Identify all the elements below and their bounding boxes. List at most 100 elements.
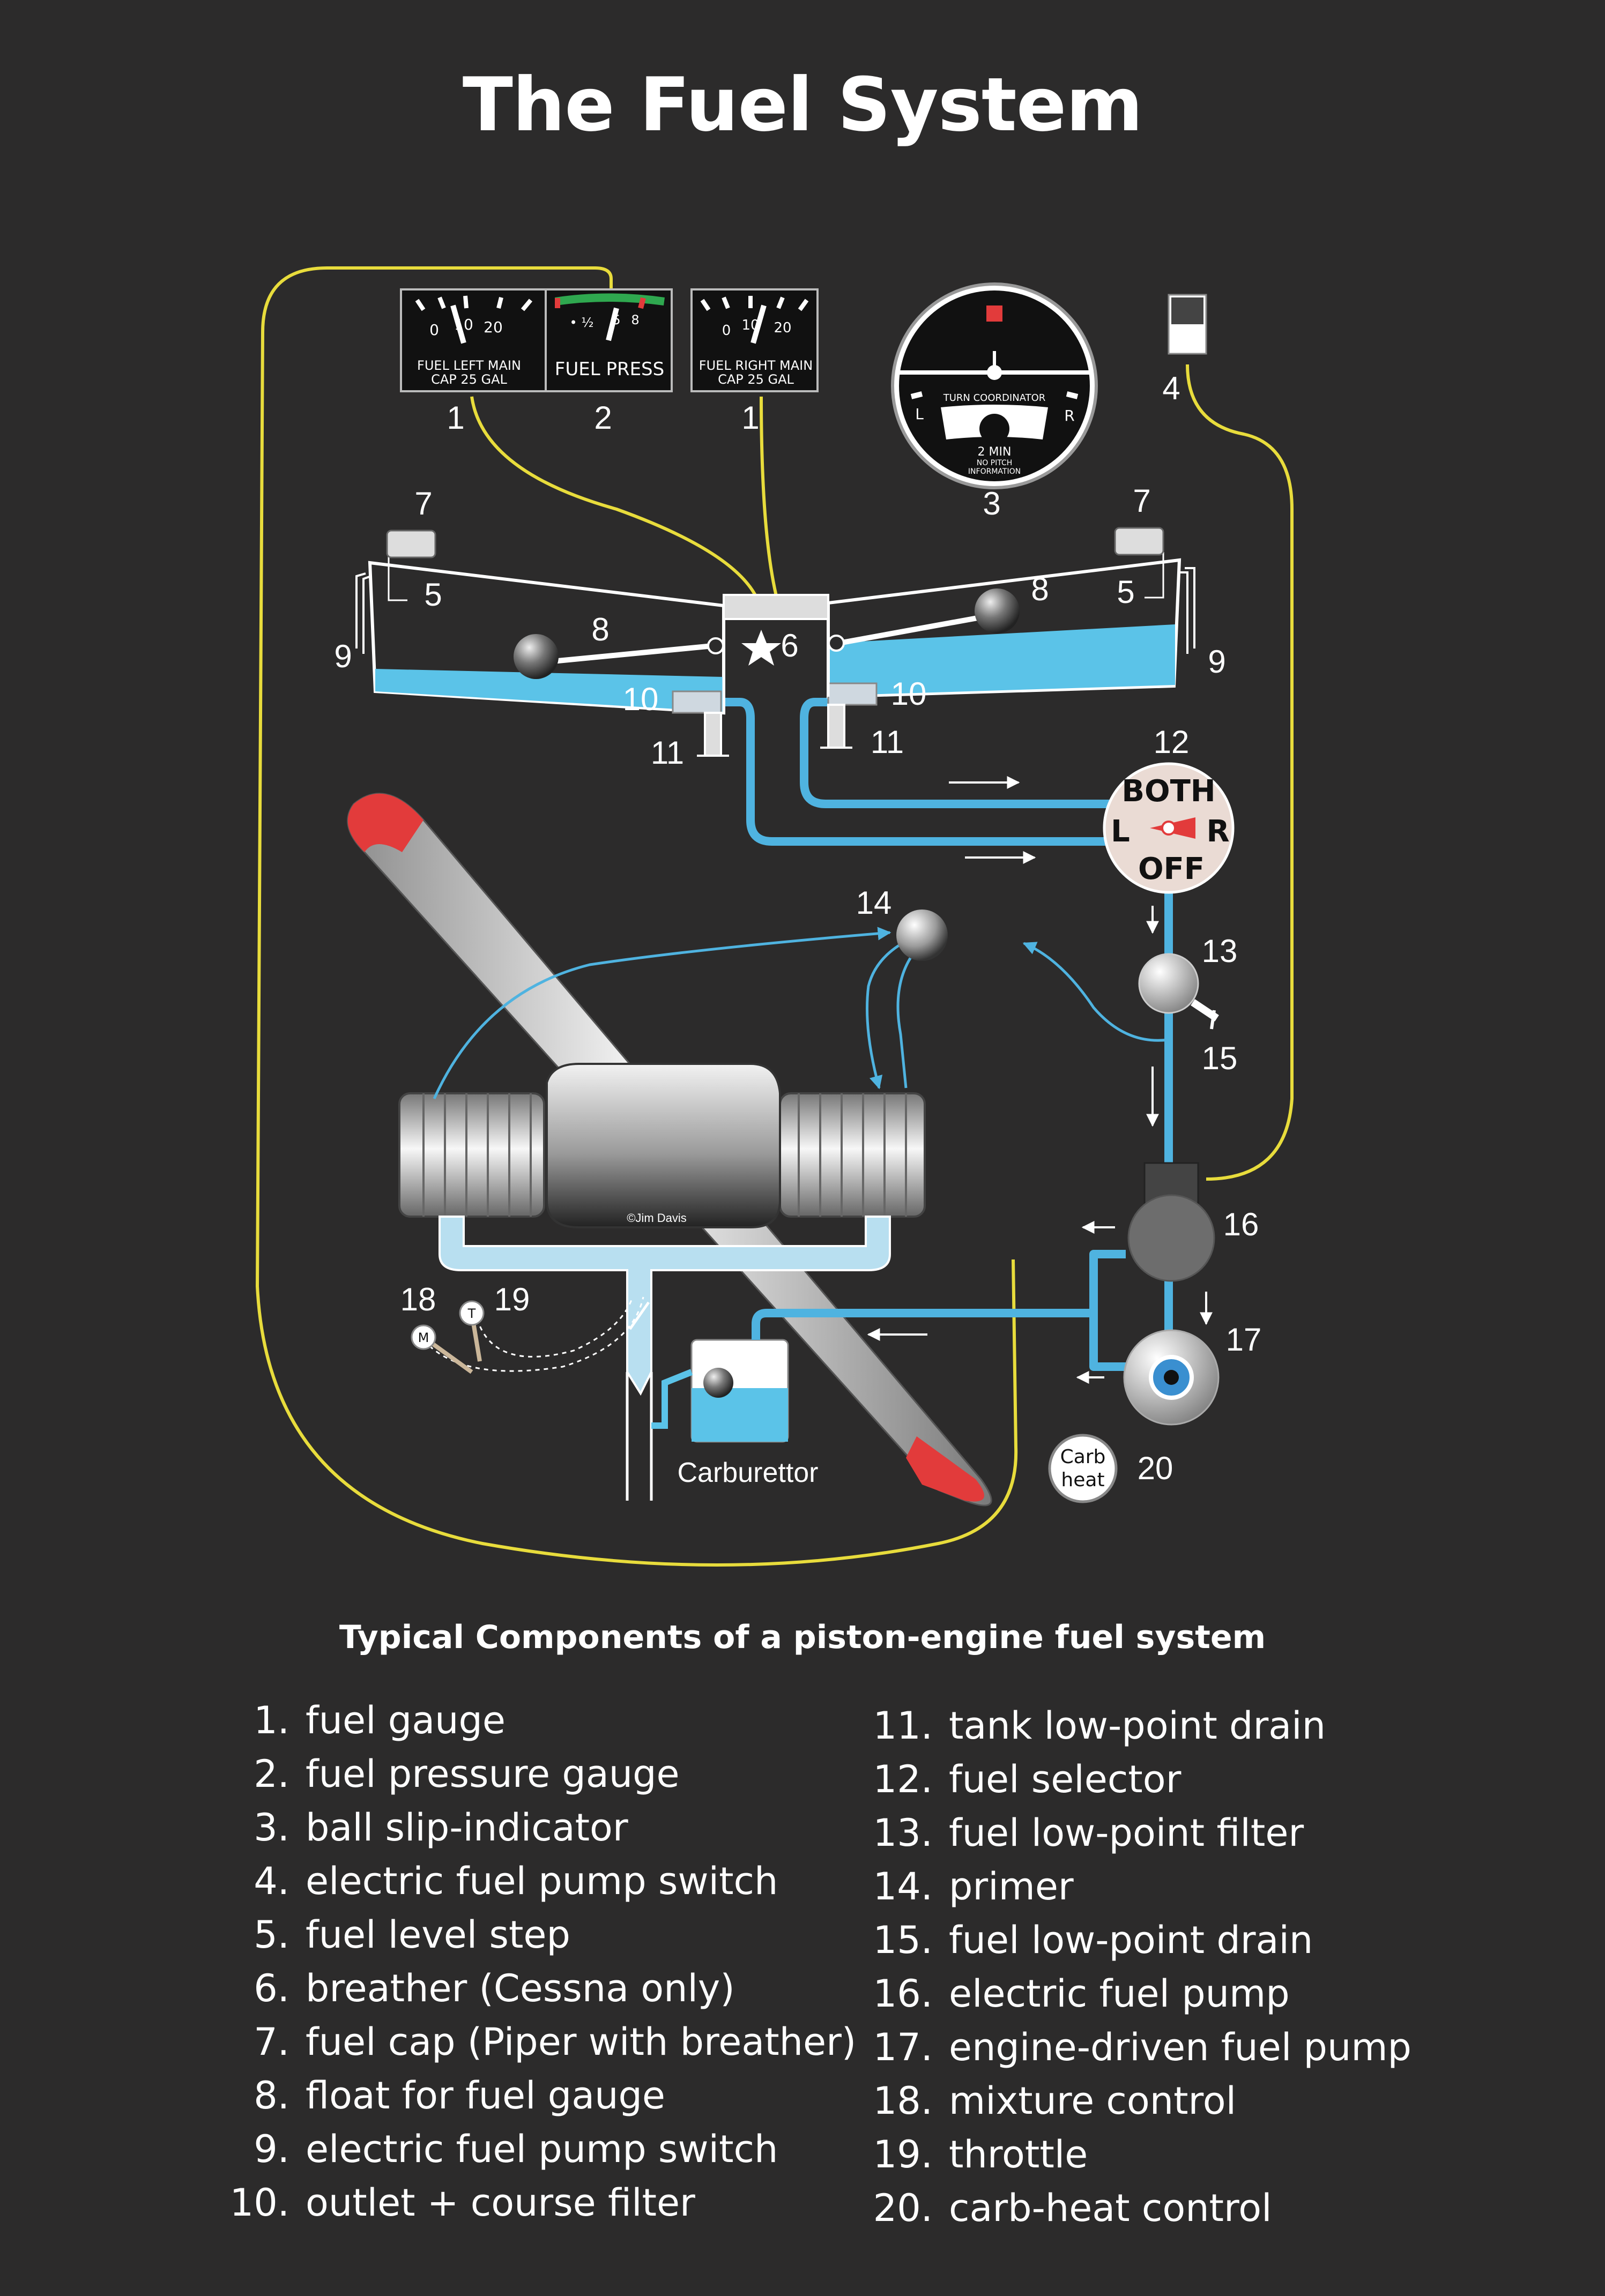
callout-8b: 8	[1031, 571, 1049, 607]
right-drain	[820, 705, 852, 748]
callout-18: 18	[400, 1281, 436, 1317]
slip-ball	[979, 414, 1009, 444]
svg-text:Carb: Carb	[1060, 1446, 1106, 1468]
fuel-gauge-right: 0 10 20 FUEL RIGHT MAIN CAP 25 GAL	[692, 289, 818, 391]
callout-17: 17	[1226, 1322, 1262, 1358]
copyright-text: ©Jim Davis	[627, 1211, 687, 1225]
legend-item: 18.mixture control	[836, 2074, 1411, 2128]
callout-20: 20	[1138, 1450, 1173, 1486]
callout-1b: 1	[741, 400, 759, 436]
right-fuel-tank	[820, 528, 1194, 748]
svg-text:L: L	[915, 405, 924, 423]
right-tank-line	[804, 702, 1110, 804]
legend-item: 19.throttle	[836, 2128, 1411, 2181]
svg-text:BOTH: BOTH	[1121, 774, 1215, 809]
engine: ©Jim Davis	[399, 1064, 925, 1501]
legend-item: 4.electric fuel pump switch	[209, 1854, 856, 1908]
legend-item: 16.electric fuel pump	[836, 1967, 1411, 2021]
crankcase	[547, 1064, 780, 1227]
svg-text:T: T	[467, 1306, 476, 1321]
svg-text:20: 20	[774, 320, 791, 336]
svg-text:0: 0	[429, 321, 439, 339]
legend-item: 6.breather (Cessna only)	[209, 1962, 856, 2015]
right-outlet-filter	[828, 683, 876, 705]
svg-text:OFF: OFF	[1138, 852, 1205, 886]
carb-float	[703, 1368, 733, 1398]
fuel-selector[interactable]: BOTH L R OFF	[1104, 764, 1233, 892]
turn-coordinator: TURN COORDINATOR L R 2 MIN NO PITCH INFO…	[893, 284, 1096, 488]
callout-4: 4	[1162, 370, 1180, 406]
svg-text:2 MIN: 2 MIN	[978, 445, 1012, 459]
right-fuel-cap	[1115, 528, 1163, 555]
legend-item: 1.fuel gauge	[209, 1694, 856, 1747]
legend-item: 8.float for fuel gauge	[209, 2069, 856, 2122]
svg-text:FUEL PRESS: FUEL PRESS	[555, 359, 664, 380]
callout-13: 13	[1202, 933, 1238, 969]
fuel-pressure-gauge: • ½ 5 8 FUEL PRESS	[546, 289, 672, 391]
legend-item: 7.fuel cap (Piper with breather)	[209, 2015, 856, 2069]
callout-2: 2	[594, 400, 612, 436]
callout-9b: 9	[1208, 644, 1225, 680]
svg-text:FUEL RIGHT MAIN: FUEL RIGHT MAIN	[699, 358, 813, 373]
breather-star-icon	[741, 630, 781, 666]
electric-fuel-pump	[1128, 1163, 1214, 1281]
svg-text:INFORMATION: INFORMATION	[968, 467, 1021, 476]
left-tank-line	[718, 702, 1110, 841]
legend-item: 3.ball slip-indicator	[209, 1801, 856, 1854]
svg-text:FUEL LEFT MAIN: FUEL LEFT MAIN	[417, 358, 521, 373]
svg-text:M: M	[418, 1330, 429, 1345]
right-float	[975, 588, 1020, 633]
svg-text:R: R	[1064, 407, 1074, 424]
carburettor-label: Carburettor	[678, 1457, 819, 1488]
svg-text:heat: heat	[1061, 1469, 1104, 1491]
callout-5b: 5	[1117, 574, 1134, 610]
callout-14: 14	[856, 885, 892, 921]
fuel-gauge-left: 0 10 20 FUEL LEFT MAIN CAP 25 GAL	[401, 289, 554, 391]
legend-item: 9.electric fuel pump switch	[209, 2122, 856, 2176]
svg-text:5: 5	[612, 312, 620, 327]
svg-text:R: R	[1206, 814, 1229, 849]
left-float	[514, 634, 559, 679]
callout-9a: 9	[334, 638, 352, 674]
carburettor: Carburettor	[651, 1340, 819, 1488]
callout-8a: 8	[591, 612, 609, 647]
svg-text:0: 0	[722, 323, 731, 339]
bypass-line	[1094, 1254, 1126, 1367]
svg-text:8: 8	[631, 312, 639, 327]
breather	[724, 595, 828, 713]
callout-7a: 7	[414, 486, 432, 521]
callout-11b: 11	[871, 724, 904, 760]
svg-text:• ½: • ½	[569, 315, 593, 330]
right-gauge-wire	[761, 397, 777, 600]
svg-text:CAP 25 GAL: CAP 25 GAL	[718, 372, 794, 387]
callout-7b: 7	[1133, 483, 1150, 519]
svg-text:L: L	[1111, 814, 1130, 849]
legend-item: 12.fuel selector	[836, 1753, 1411, 1806]
legend-item: 15.fuel low-point drain	[836, 1913, 1411, 1967]
left-fuel-tank	[356, 531, 729, 756]
left-cylinder	[399, 1093, 544, 1217]
callout-15: 15	[1202, 1040, 1238, 1076]
legend-item: 2.fuel pressure gauge	[209, 1747, 856, 1801]
callout-10a: 10	[623, 681, 659, 717]
legend-item: 20.carb-heat control	[836, 2181, 1411, 2235]
legend-item: 14.primer	[836, 1860, 1411, 1913]
engine-driven-pump	[1124, 1330, 1218, 1425]
svg-text:10: 10	[454, 316, 473, 333]
legend-item: 10.outlet + course filter	[209, 2176, 856, 2230]
callout-10b: 10	[891, 676, 927, 712]
svg-text:NO PITCH: NO PITCH	[977, 459, 1013, 467]
left-fuel-cap	[387, 531, 435, 557]
legend-item: 13.fuel low-point filter	[836, 1806, 1411, 1860]
callout-12: 12	[1154, 724, 1190, 760]
primer[interactable]	[896, 910, 948, 961]
svg-text:10: 10	[741, 317, 759, 333]
legend-list-right: 11.tank low-point drain 12.fuel selector…	[836, 1699, 1411, 2235]
svg-text:CAP 25 GAL: CAP 25 GAL	[431, 372, 507, 387]
electric-pump-switch[interactable]	[1169, 295, 1206, 354]
legend-list-left: 1.fuel gauge 2.fuel pressure gauge 3.bal…	[209, 1694, 856, 2230]
svg-text:20: 20	[484, 318, 503, 336]
callout-6: 6	[781, 628, 798, 664]
carb-heat-knob[interactable]: Carb heat	[1050, 1435, 1116, 1502]
legend-item: 5.fuel level step	[209, 1908, 856, 1962]
